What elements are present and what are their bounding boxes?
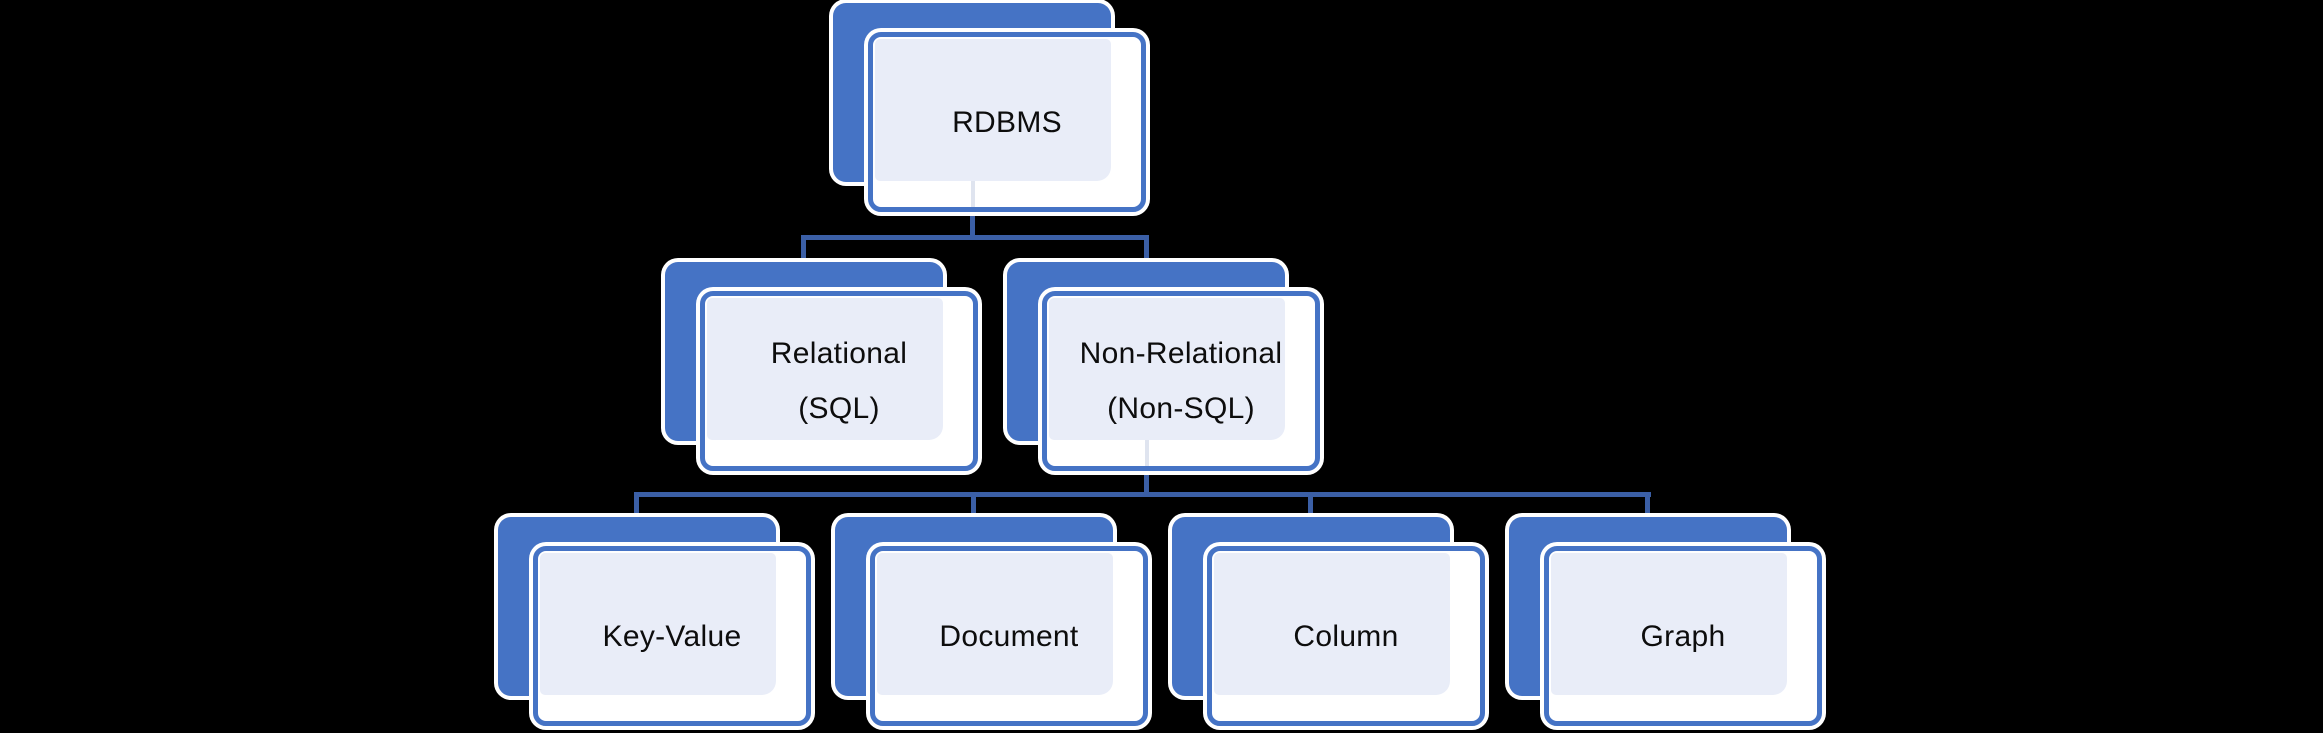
node-label-line: Column <box>1293 619 1399 653</box>
connector-row2-horizontal-bar <box>801 235 1149 240</box>
node-front-panel: Document <box>870 546 1148 726</box>
node-rdbms: RDBMS <box>833 3 1146 212</box>
node-label-line: Key-Value <box>602 619 742 653</box>
node-graph: Graph <box>1509 517 1822 726</box>
node-label: Column <box>1293 609 1398 664</box>
node-label-line: RDBMS <box>952 105 1062 139</box>
connector-seethrough-stub <box>1145 440 1149 466</box>
node-front-panel: Graph <box>1544 546 1822 726</box>
node-tint-overlay <box>877 553 1113 695</box>
node-tint-overlay <box>1551 553 1787 695</box>
node-document: Document <box>835 517 1148 726</box>
node-label: Key-Value <box>603 609 742 664</box>
node-non-relational: Non-Relational (Non-SQL) <box>1007 262 1320 471</box>
connector-seethrough-stub <box>971 181 975 207</box>
node-key-value: Key-Value <box>498 517 811 726</box>
node-label: Relational (SQL) <box>771 326 907 436</box>
connector-drop-document <box>971 492 976 521</box>
connector-drop-non-relational <box>1144 235 1149 265</box>
node-label-line: Graph <box>1640 619 1726 653</box>
node-label-line: (SQL) <box>798 392 880 425</box>
connector-rdbms-down <box>970 203 975 237</box>
node-label-line: Relational <box>770 337 908 370</box>
connector-row3-horizontal-bar <box>634 492 1651 497</box>
node-label-line: Non-Relational <box>1079 337 1283 370</box>
node-label: RDBMS <box>952 95 1062 150</box>
node-front-panel: RDBMS <box>868 32 1146 212</box>
node-front-panel: Relational (SQL) <box>700 291 978 471</box>
node-front-panel: Non-Relational (Non-SQL) <box>1042 291 1320 471</box>
connector-drop-graph <box>1645 492 1650 521</box>
node-column: Column <box>1172 517 1485 726</box>
node-label: Non-Relational (Non-SQL) <box>1080 326 1283 436</box>
node-tint-overlay <box>875 39 1111 181</box>
node-relational: Relational (SQL) <box>665 262 978 471</box>
connector-non-relational-down <box>1144 458 1149 497</box>
node-label-line: (Non-SQL) <box>1107 392 1255 425</box>
connector-drop-key-value <box>634 492 639 521</box>
node-tint-overlay <box>707 298 943 440</box>
connector-drop-column <box>1308 492 1313 521</box>
node-tint-overlay <box>1214 553 1450 695</box>
node-front-panel: Column <box>1207 546 1485 726</box>
node-tint-overlay <box>540 553 776 695</box>
node-label: Graph <box>1641 609 1726 664</box>
connector-drop-relational <box>801 235 806 265</box>
node-front-panel: Key-Value <box>533 546 811 726</box>
node-label: Document <box>939 609 1078 664</box>
node-label-line: Document <box>939 619 1079 653</box>
node-tint-overlay <box>1049 298 1285 440</box>
